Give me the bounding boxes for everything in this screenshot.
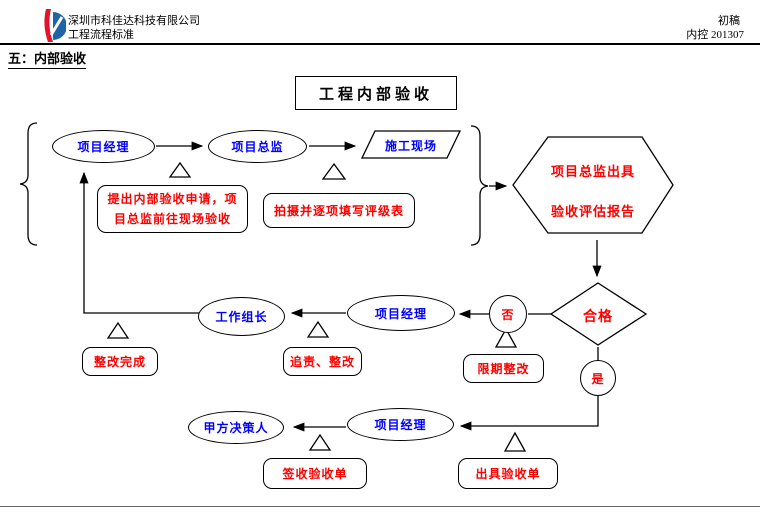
node-label: 项目经理 [77,140,130,154]
node-project-director: 项目总监 [208,130,307,163]
note-deadline-fix: 限期整改 [463,354,544,383]
company-name: 深圳市科佳达科技有限公司 [68,15,200,27]
logo-blue-shape [53,12,66,40]
note-text: 限期整改 [477,362,530,376]
triangle-deadline-note [494,327,518,348]
arrow-yes-to-pm-bottom [459,395,599,431]
node-project-manager-mid: 项目经理 [347,295,455,331]
annotation-triangles [106,161,527,452]
node-label: 项目经理 [374,418,427,432]
note-photo-rating-form: 拍摄并逐项填写评级表 [263,193,415,228]
logo-red-swoosh [44,9,53,42]
branch-no-circle: 否 [489,295,527,333]
node-party-a-decision-maker: 甲方决策人 [188,411,284,444]
node-project-manager-top: 项目经理 [52,130,155,163]
note-fix-done: 整改完成 [82,347,158,376]
site-parallelogram-shape [360,130,462,159]
note-apply-for-acceptance: 提出内部验收申请，项目总监前往现场验收 [97,185,248,233]
node-label: 甲方决策人 [203,421,269,435]
node-team-leader: 工作组长 [198,297,285,336]
flowchart-title: 工程内部验收 [295,76,457,110]
hexagon-report-line2: 验收评估报告 [550,204,635,219]
triangle-apply-note [168,161,192,178]
doc-type: 工程流程标准 [68,29,134,41]
right-brace [470,125,489,246]
arrow-leader-loop-to-pm-top [79,171,199,314]
node-project-manager-bottom: 项目经理 [347,408,454,441]
note-text: 出具验收单 [475,467,541,481]
branch-yes-label: 是 [591,371,605,386]
note-accountability-fix: 追责、整改 [283,347,362,376]
triangle-fix-done-note [106,321,130,339]
node-label: 项目总监 [231,140,284,154]
branch-yes-circle: 是 [580,360,616,396]
node-label: 项目经理 [374,306,427,321]
note-text: 整改完成 [93,355,146,369]
note-text: 签收验收单 [282,467,348,481]
triangle-issue-note [503,431,527,452]
note-text: 追责、整改 [289,355,355,369]
left-brace [19,122,38,246]
decision-diamond-shape [549,282,648,346]
triangle-sign-note [308,433,332,451]
decision-label: 合格 [583,308,613,324]
logo-slash [49,16,64,36]
report-hexagon-shape [512,136,674,234]
company-logo [44,9,66,42]
note-text: 提出内部验收申请，项目总监前往现场验收 [107,192,238,226]
triangle-accountability-note [306,320,330,338]
hexagon-report-line1: 项目总监出具 [550,164,635,179]
branch-no-label: 否 [501,307,515,322]
control-number: 内控 201307 [686,29,744,41]
node-construction-site: 施工现场 [384,139,437,153]
footer-rule [0,506,760,507]
note-sign-receipt: 签收验收单 [263,458,367,489]
note-issue-receipt: 出具验收单 [458,458,558,489]
section-title: 五：内部验收 [8,48,87,69]
node-label: 工作组长 [215,310,268,324]
draft-label: 初稿 [718,15,740,27]
header-rule [0,43,760,45]
triangle-photo-note [321,162,347,180]
note-text: 拍摄并逐项填写评级表 [273,204,404,218]
